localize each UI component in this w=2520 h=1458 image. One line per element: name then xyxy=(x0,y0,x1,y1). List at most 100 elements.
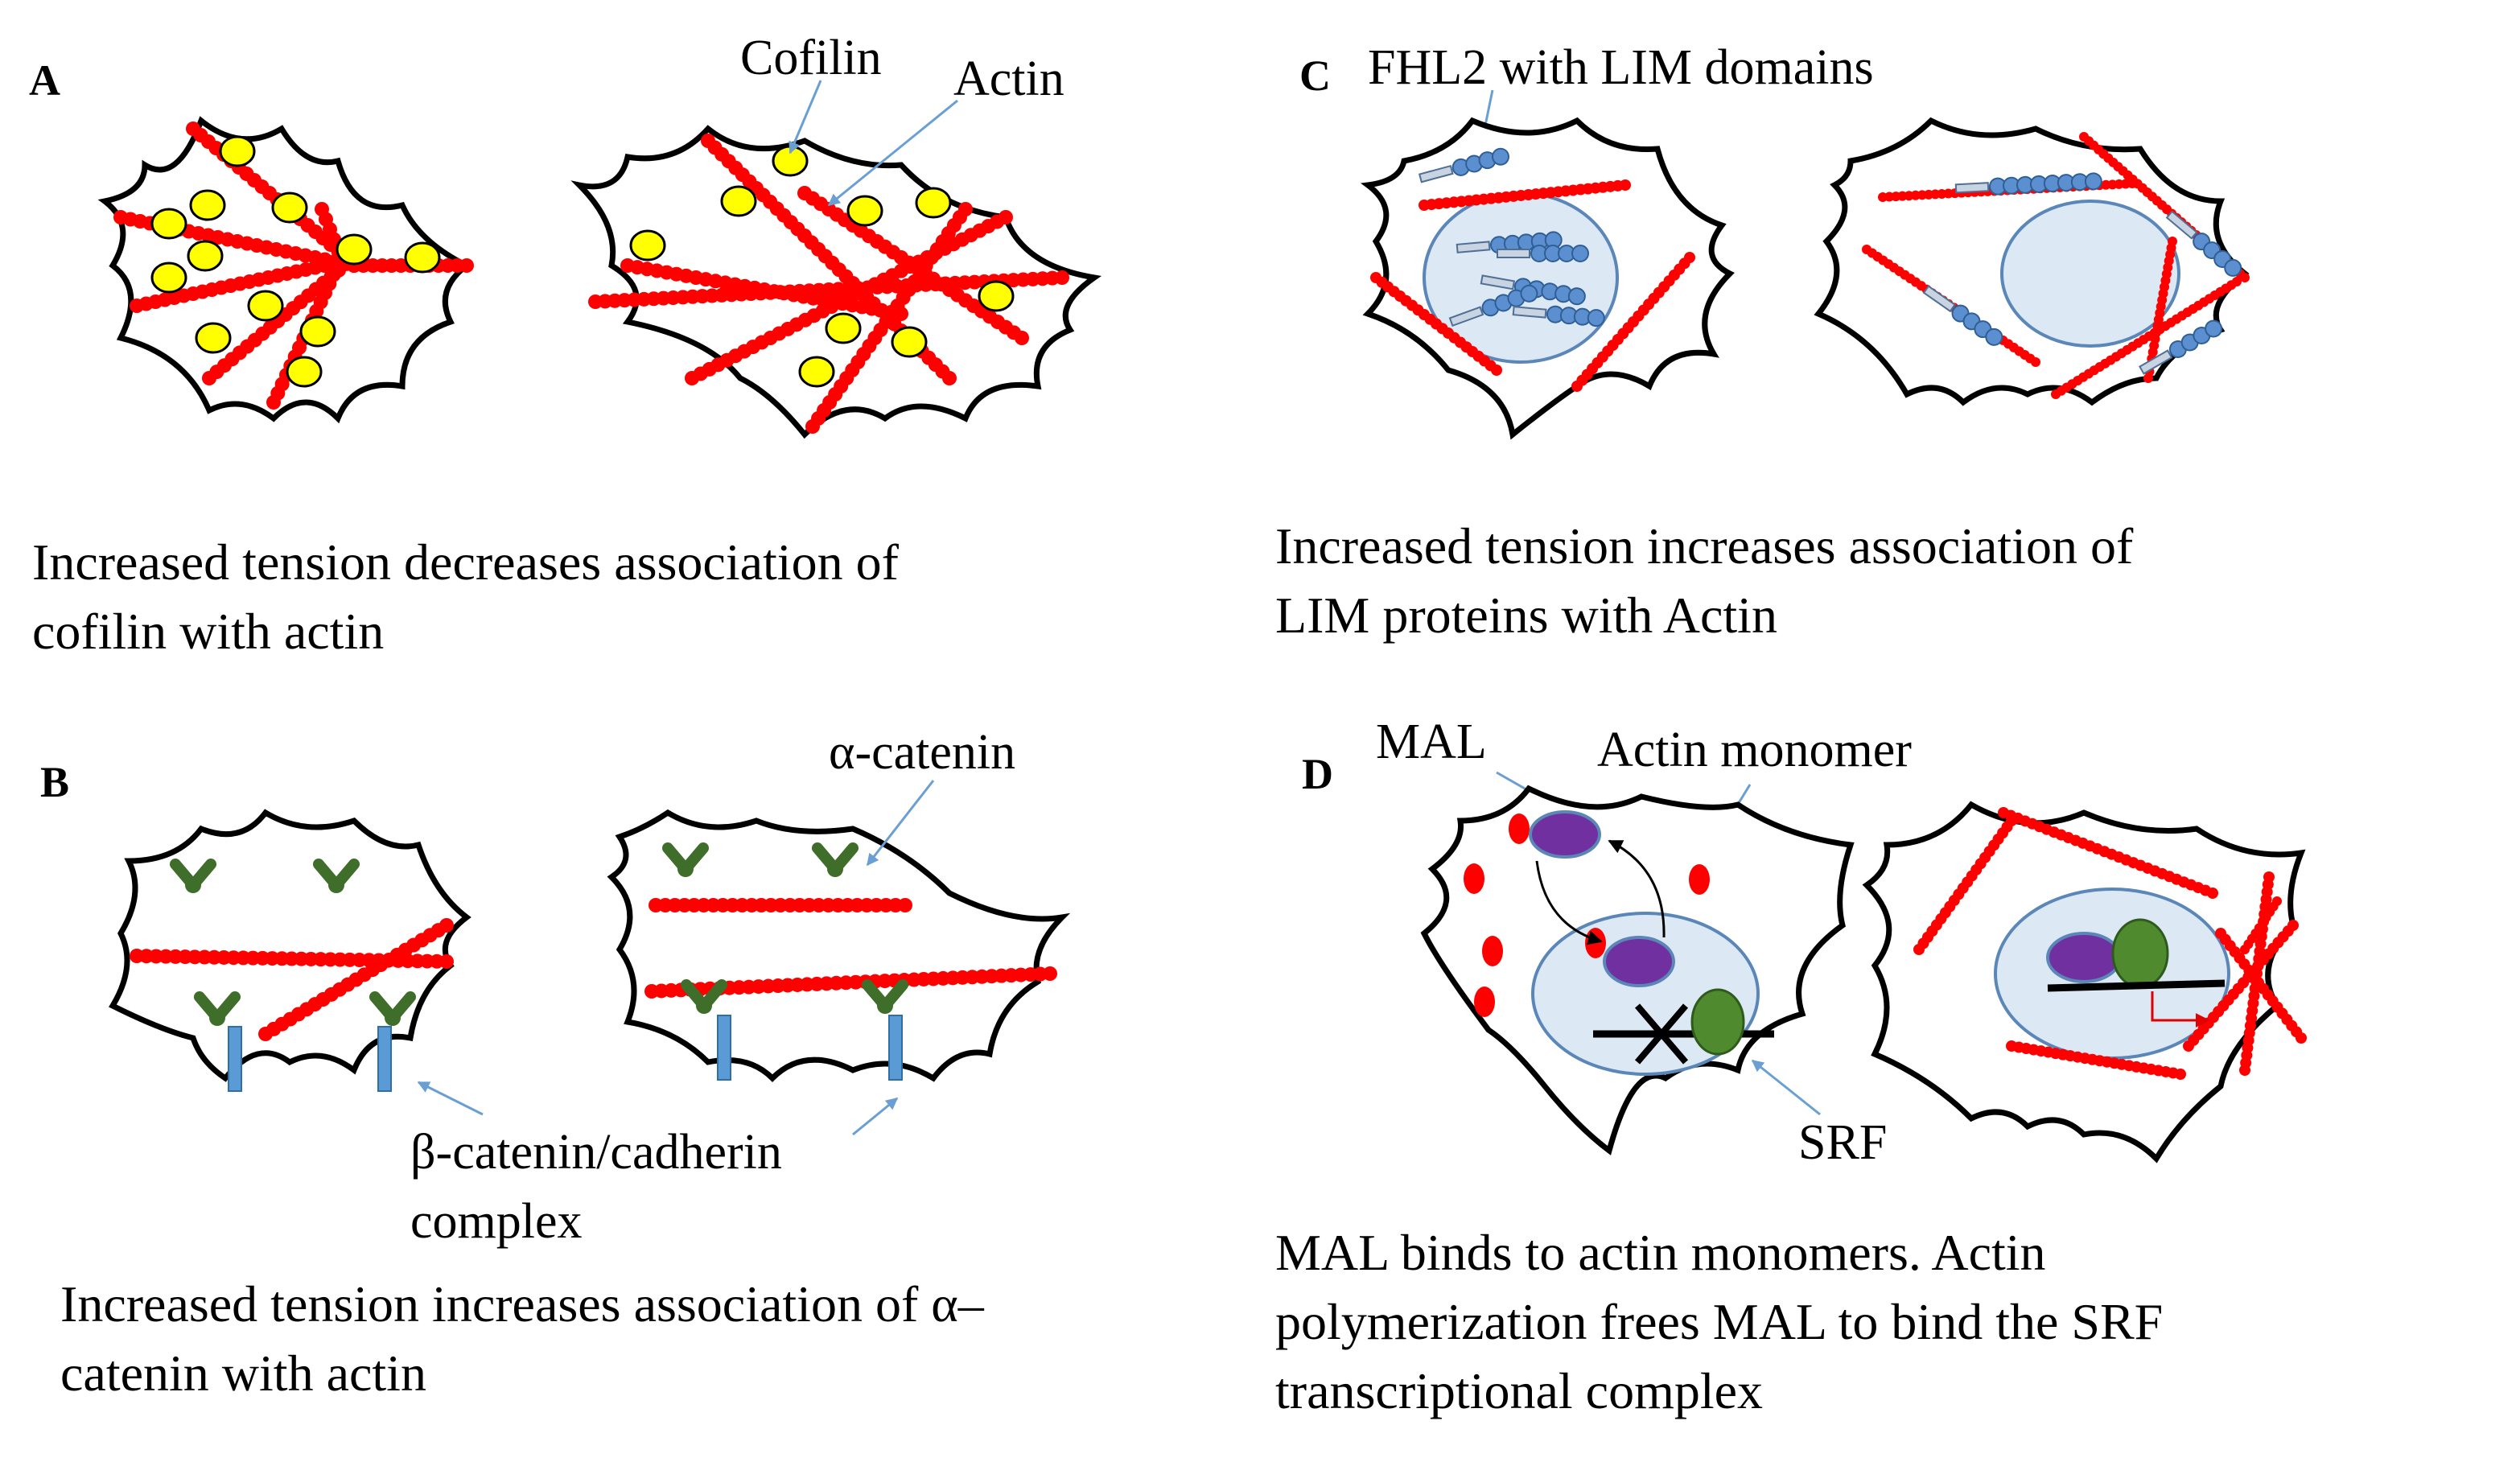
cofilin-dot xyxy=(720,185,757,217)
caption-b-line2: catenin with actin xyxy=(60,1345,426,1402)
lim-protein xyxy=(2165,210,2242,277)
panel-d: D MAL Actin monomer SRF MAL binds to act… xyxy=(1275,715,2307,1419)
transcription-arrow xyxy=(2151,991,2210,1028)
actin-bead xyxy=(2207,888,2218,899)
actin-filament xyxy=(258,918,454,1041)
catenin-node xyxy=(209,1010,225,1026)
cofilin-dot xyxy=(825,312,862,344)
actin-monomer xyxy=(1464,863,1484,894)
caption-d-line3: transcriptional complex xyxy=(1275,1362,1763,1419)
lim-protein xyxy=(1497,245,1589,262)
actin-filament xyxy=(797,186,1029,345)
cofilin-dot xyxy=(286,356,323,388)
catenin-node xyxy=(385,1010,401,1026)
cofilin-a1 xyxy=(150,135,441,388)
label-actin-monomer: Actin monomer xyxy=(1597,723,1912,777)
actin-filament xyxy=(1419,179,1631,211)
panel-a: A Cofilin Actin Increased tension decrea… xyxy=(29,31,1102,660)
cofilin-dot xyxy=(150,208,187,240)
cofilin-dot xyxy=(915,187,952,219)
catenin-node xyxy=(877,998,893,1014)
lim-protein xyxy=(2139,319,2223,375)
lim-domain xyxy=(1520,284,1538,303)
cell-b-high-tension xyxy=(607,809,1071,1082)
d1-content xyxy=(1464,810,1774,1065)
lim-protein xyxy=(1512,305,1605,327)
cofilin-dot xyxy=(219,135,256,167)
actin-bead xyxy=(942,371,957,385)
alpha-catenin xyxy=(313,859,360,893)
label-alpha-catenin: α-catenin xyxy=(829,725,1015,780)
label-fhl2: FHL2 with LIM domains xyxy=(1368,40,1874,95)
actin-filament xyxy=(620,258,908,321)
alpha-catenin xyxy=(681,979,727,1014)
srf-protein xyxy=(2111,918,2169,989)
actin-monomer xyxy=(1689,864,1710,895)
lim-rod xyxy=(1497,249,1530,258)
import-arrow xyxy=(1535,860,1603,945)
lim-protein xyxy=(1418,147,1509,183)
mal-protein xyxy=(1529,810,1601,859)
lim-domain xyxy=(1985,327,2003,346)
lim-rod xyxy=(2165,210,2198,240)
dna-line xyxy=(2047,979,2226,992)
nucleus-c2 xyxy=(2000,200,2180,348)
lim-domain xyxy=(1567,287,1586,306)
caption-a-line2: cofilin with actin xyxy=(32,603,384,660)
pointer-beta-catenin-right xyxy=(852,1097,899,1136)
actin-bead xyxy=(1055,270,1069,285)
lim-domain xyxy=(2224,258,2242,277)
pointer-beta-catenin-left xyxy=(417,1081,484,1116)
label-beta-catenin-line2: complex xyxy=(410,1194,583,1249)
srf-protein xyxy=(1690,988,1745,1056)
cofilin-dot xyxy=(629,229,666,262)
cofilin-dot xyxy=(195,322,232,354)
alpha-catenin xyxy=(170,859,216,893)
lim-protein xyxy=(1922,285,2003,346)
block-x xyxy=(1634,1003,1689,1065)
lim-rod xyxy=(1922,285,1956,313)
pointer-cofilin xyxy=(789,80,822,154)
actin-bead xyxy=(331,258,345,273)
panel-a-letter: A xyxy=(29,56,60,105)
cofilin-dot xyxy=(189,189,226,221)
panel-d-letter: D xyxy=(1302,750,1333,798)
catenin-node xyxy=(696,998,712,1014)
actin-bead xyxy=(1620,179,1631,191)
cofilin-dot xyxy=(150,262,187,294)
catenin-node xyxy=(328,877,344,893)
alpha-catenin xyxy=(194,991,241,1026)
export-arrow xyxy=(1608,839,1666,938)
cofilin-dot xyxy=(271,192,308,224)
cell-a-high-tension xyxy=(570,125,1102,439)
actin-filament xyxy=(1913,815,2017,955)
actin-bead xyxy=(2240,945,2250,954)
d2-content xyxy=(1913,807,2307,1080)
cofilin-dot xyxy=(336,233,373,266)
caption-c-line1: Increased tension increases association … xyxy=(1275,517,2134,575)
alpha-catenin xyxy=(662,842,709,877)
actin-filament xyxy=(649,898,912,912)
actin-filament xyxy=(1998,807,2218,899)
b2-content xyxy=(644,842,1057,1081)
cofilin-dot xyxy=(299,315,336,348)
actin-monomer xyxy=(1509,813,1530,844)
cofilin-dot xyxy=(247,290,284,322)
actin-filament xyxy=(2240,896,2282,954)
lim-domain xyxy=(1491,147,1509,166)
actin-bead xyxy=(439,918,454,933)
alpha-catenin xyxy=(812,842,859,877)
lim-rod xyxy=(1456,241,1491,253)
lim-rod xyxy=(1512,306,1547,319)
lim-domain xyxy=(2205,319,2223,338)
actin-bead xyxy=(1684,252,1695,263)
actin-filament xyxy=(347,258,474,273)
cadherin-bar xyxy=(888,1015,903,1081)
lim-rod xyxy=(1480,274,1516,290)
actin-bead xyxy=(2239,1065,2250,1076)
cofilin-dot xyxy=(846,195,883,227)
actin-filament xyxy=(1571,252,1695,392)
actin-bead xyxy=(439,954,454,969)
pointer-alpha-catenin xyxy=(866,780,935,867)
